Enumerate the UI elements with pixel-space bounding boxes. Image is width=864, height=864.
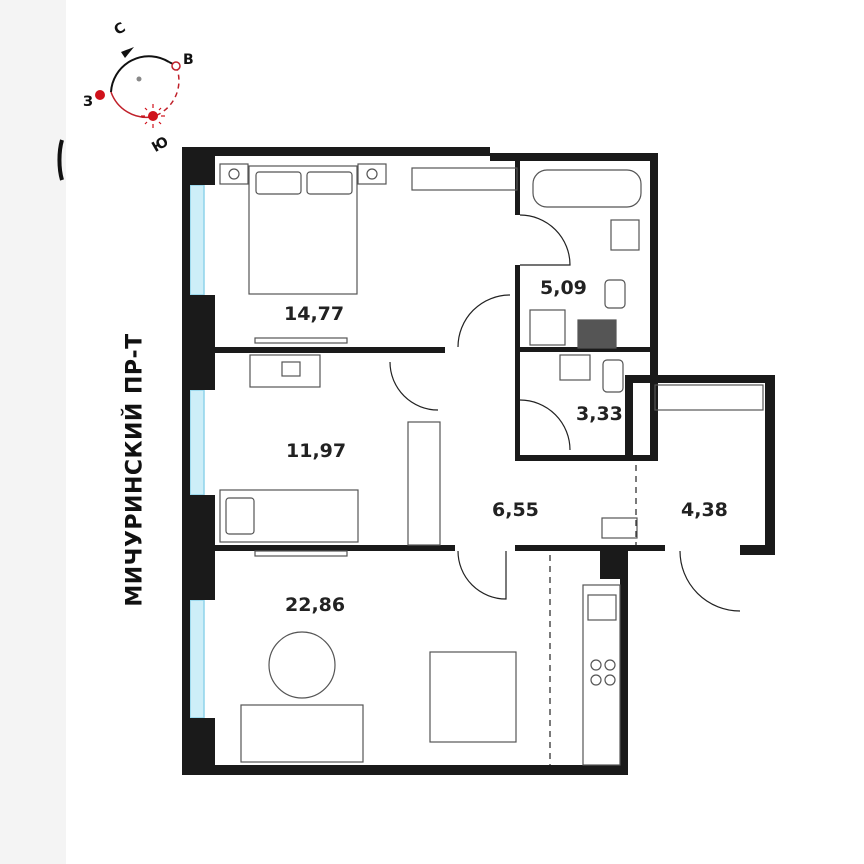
- dining-table: [429, 651, 517, 743]
- door-living: [457, 550, 507, 600]
- desk: [249, 354, 321, 388]
- window: [189, 389, 205, 496]
- room-area-living-kitchen: 22,86: [285, 594, 345, 616]
- windows: [189, 184, 205, 719]
- wardrobe: [411, 167, 518, 191]
- washing-machine: [529, 309, 566, 346]
- compass-west-label: З: [83, 94, 93, 110]
- sink: [610, 219, 640, 251]
- door-wc: [519, 399, 571, 451]
- furniture: [219, 163, 764, 766]
- round-table: [268, 631, 336, 699]
- wardrobe-2: [407, 421, 441, 546]
- room-area-bedroom-2: 11,97: [286, 440, 346, 462]
- doors: [389, 214, 741, 765]
- north-arrow-icon: [121, 47, 134, 58]
- single-bed: [219, 489, 359, 543]
- window: [189, 599, 205, 719]
- bathtub: [532, 169, 642, 208]
- compass-south-label: Ю: [149, 134, 171, 156]
- street-label: МИЧУРИНСКИЙ ПР-Т: [122, 333, 148, 607]
- window: [189, 184, 205, 296]
- compass: С В З Ю: [83, 20, 194, 156]
- tv-2: [254, 550, 348, 557]
- room-area-bathroom: 5,09: [540, 277, 587, 299]
- tv: [254, 337, 348, 344]
- room-area-bedroom-1: 14,77: [284, 303, 344, 325]
- room-area-hallway: 6,55: [492, 499, 539, 521]
- compass-north-label: С: [112, 20, 129, 39]
- hob-hallway: [601, 517, 638, 539]
- compass-center: [136, 76, 142, 82]
- balcony-cabinet: [654, 384, 764, 411]
- boiler: [577, 319, 617, 349]
- page-edge: [0, 0, 66, 864]
- compass-arc-south: [110, 91, 153, 119]
- sunrise-icon: [171, 61, 181, 71]
- double-bed: [248, 165, 358, 295]
- page-curl: [57, 139, 64, 181]
- toilet: [604, 279, 626, 309]
- compass-arc-north: [110, 55, 170, 93]
- compass-east-label: В: [183, 52, 194, 68]
- walls: [182, 147, 775, 775]
- door-bedroom-2: [389, 361, 439, 411]
- wc-toilet: [602, 359, 624, 393]
- sun-icon: [141, 104, 165, 128]
- wc-sink: [559, 354, 591, 381]
- kitchen-counter: [582, 584, 621, 766]
- door-bedroom-1: [457, 294, 511, 348]
- sofa: [240, 704, 364, 763]
- room-area-wc: 3,33: [576, 403, 623, 425]
- sunset-icon: [95, 90, 105, 100]
- compass-arc-east: [151, 65, 180, 118]
- door-bathroom: [519, 214, 571, 266]
- room-area-balcony: 4,38: [681, 499, 728, 521]
- door-balcony: [679, 550, 741, 612]
